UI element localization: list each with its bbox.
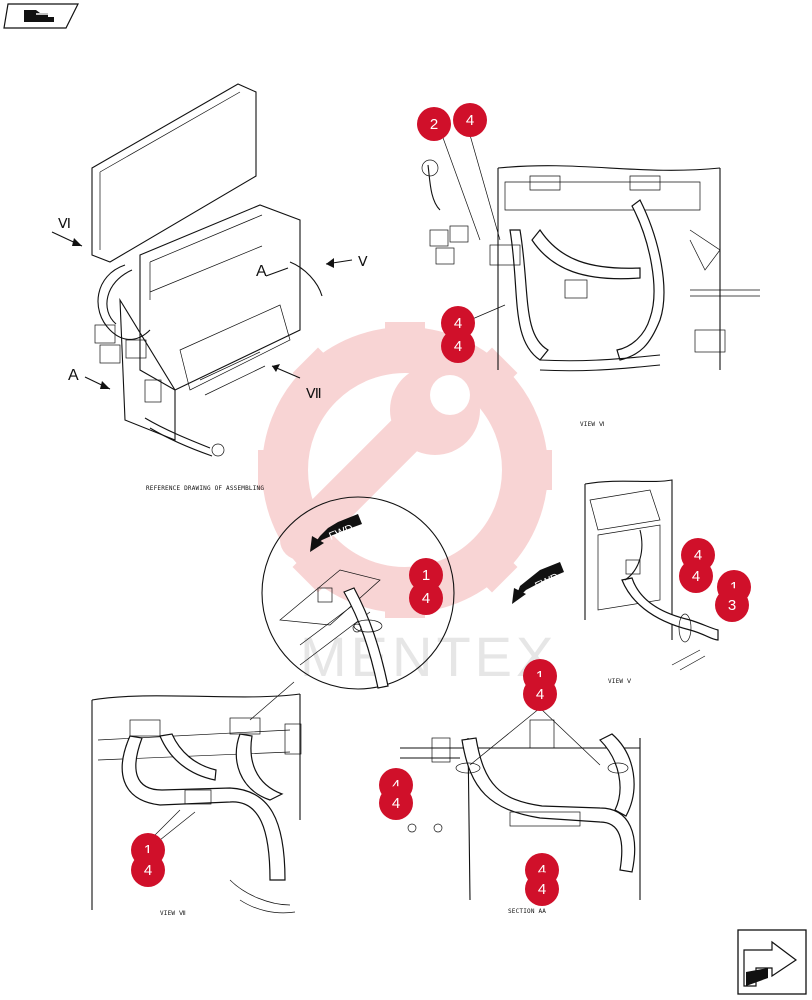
callout-badge[interactable]: 2 bbox=[417, 107, 451, 141]
svg-text:1: 1 bbox=[422, 567, 430, 584]
svg-text:4: 4 bbox=[536, 686, 544, 703]
callout-badge[interactable]: 4 bbox=[131, 853, 165, 887]
svg-text:4: 4 bbox=[392, 795, 400, 812]
svg-text:1: 1 bbox=[730, 579, 738, 596]
label-a-top: A bbox=[256, 263, 267, 280]
view-vii-drawing bbox=[91, 693, 302, 914]
callout-badge[interactable]: 3 bbox=[715, 588, 749, 622]
svg-text:1: 1 bbox=[144, 842, 152, 859]
caption-view-v: VIEW Ⅴ bbox=[608, 678, 632, 685]
label-vi: Ⅵ bbox=[58, 215, 71, 231]
label-a-left: A bbox=[68, 367, 79, 384]
watermark-text: MENTEX bbox=[300, 625, 557, 688]
callouts: 2 4 4 4 1 4 4 4 1 3 1 4 1 4 4 4 4 4 bbox=[131, 103, 751, 906]
view-v-drawing bbox=[584, 479, 719, 671]
callout-badge[interactable]: 4 bbox=[379, 786, 413, 820]
callout-badge[interactable]: 4 bbox=[441, 329, 475, 363]
fwd-arrow-icon bbox=[310, 514, 362, 552]
svg-text:4: 4 bbox=[538, 881, 546, 898]
callout-badge[interactable]: 4 bbox=[409, 581, 443, 615]
caption-view-vii: VIEW Ⅶ bbox=[160, 910, 186, 917]
svg-text:4: 4 bbox=[454, 315, 462, 332]
callout-badge[interactable]: 4 bbox=[523, 677, 557, 711]
caption-view-vi: VIEW Ⅵ bbox=[580, 421, 605, 428]
svg-text:4: 4 bbox=[454, 338, 462, 355]
label-vii: Ⅶ bbox=[306, 385, 322, 401]
svg-text:4: 4 bbox=[694, 547, 702, 564]
detail-circle bbox=[249, 496, 455, 721]
caption-reference-drawing: REFERENCE DRAWING OF ASSEMBLING bbox=[146, 485, 264, 492]
svg-text:4: 4 bbox=[692, 568, 700, 585]
book-arrow-icon[interactable] bbox=[3, 3, 79, 29]
fwd-arrow-icon bbox=[512, 562, 564, 604]
svg-text:4: 4 bbox=[422, 590, 430, 607]
caption-section-aa: SECTION AA bbox=[508, 908, 546, 915]
svg-text:2: 2 bbox=[430, 116, 438, 133]
section-aa-drawing bbox=[400, 707, 641, 901]
svg-text:4: 4 bbox=[144, 862, 152, 879]
svg-text:3: 3 bbox=[728, 597, 736, 614]
gear-wrench-logo-icon bbox=[258, 322, 552, 618]
svg-text:4: 4 bbox=[392, 777, 400, 794]
label-v: Ⅴ bbox=[358, 253, 368, 269]
next-page-arrow-icon[interactable] bbox=[737, 929, 807, 995]
svg-text:4: 4 bbox=[466, 112, 474, 129]
callout-badge[interactable]: 4 bbox=[525, 872, 559, 906]
callout-badge[interactable]: 4 bbox=[453, 103, 487, 137]
view-vi-drawing bbox=[421, 134, 760, 372]
callout-badge[interactable]: 4 bbox=[679, 559, 713, 593]
svg-text:1: 1 bbox=[536, 668, 544, 685]
main-reference-drawing bbox=[51, 83, 353, 457]
svg-text:4: 4 bbox=[538, 862, 546, 879]
